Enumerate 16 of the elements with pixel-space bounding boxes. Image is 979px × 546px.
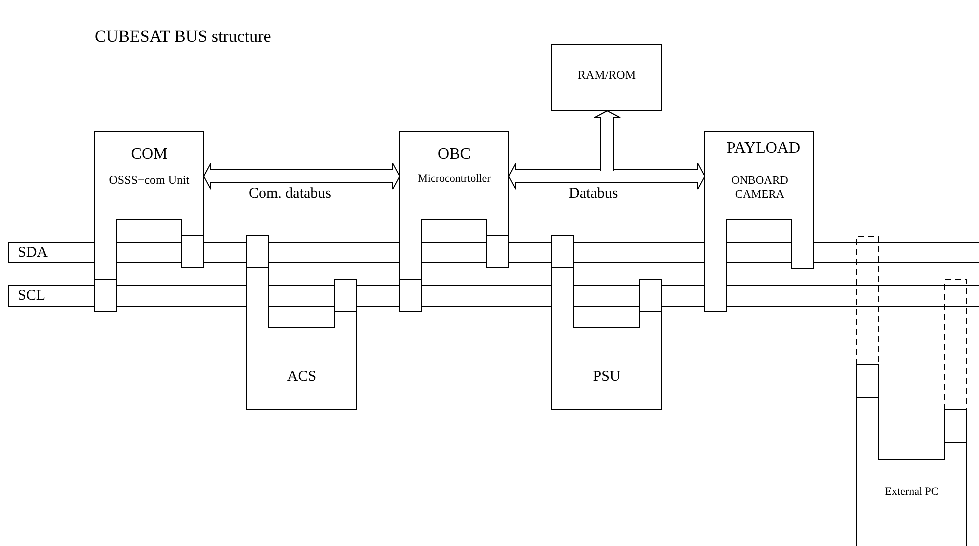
bus-arrow bbox=[203, 163, 401, 190]
block-label: OBC bbox=[437, 145, 472, 165]
bus-arrow bbox=[508, 163, 706, 190]
block-label: SCL bbox=[18, 287, 47, 306]
block-label: COM bbox=[130, 145, 169, 165]
block-label: SDA bbox=[18, 244, 50, 263]
bus-arrow bbox=[594, 110, 621, 172]
block-label: RAM/ROM bbox=[576, 67, 637, 84]
block-label: External PC bbox=[884, 486, 940, 500]
block-label: ACS bbox=[286, 368, 318, 387]
block-label: PAYLOAD bbox=[727, 139, 802, 159]
block-description: Microcontrtoller bbox=[417, 172, 492, 187]
block-label: PSU bbox=[592, 368, 622, 387]
block-description: ONBOARD CAMERA bbox=[730, 174, 790, 203]
diagram-title: CUBESAT BUS structure bbox=[95, 27, 272, 47]
block-description: OSSS−com Unit bbox=[108, 172, 191, 189]
